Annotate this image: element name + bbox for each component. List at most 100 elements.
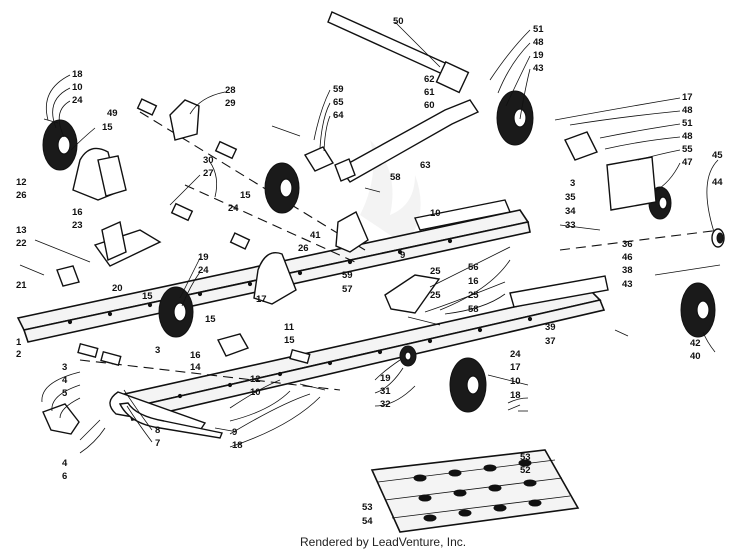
part-label: 16 (190, 350, 201, 361)
part-label: 7 (155, 438, 160, 449)
part-label: 33 (565, 220, 576, 231)
part-label: 18 (510, 390, 521, 401)
part-label: 23 (72, 220, 83, 231)
idler-wheel-lower-center (449, 357, 487, 413)
part-label: 4 (62, 458, 68, 469)
part-label: 9 (232, 427, 237, 438)
part-label: 42 (690, 338, 701, 349)
part-label: 56 (468, 262, 479, 273)
pivot-bracket (253, 252, 297, 305)
part-label: 3 (62, 362, 67, 373)
part-label: 30 (203, 155, 214, 166)
part-label: 59 (342, 270, 353, 281)
part-label: 20 (112, 283, 123, 294)
shock-link (384, 274, 441, 314)
idler-wheel-rear-lower (680, 282, 716, 338)
part-label: 6 (62, 471, 67, 482)
part-label: 15 (205, 314, 216, 325)
idler-wheel-rear-upper (496, 90, 534, 146)
idler-wheel-mid-upper (264, 162, 300, 214)
part-label: 29 (225, 98, 236, 109)
part-label: 15 (240, 190, 251, 201)
callout-leaders (41, 21, 719, 454)
part-label: 50 (393, 16, 404, 27)
part-label: 21 (16, 280, 27, 291)
bumper-block (56, 265, 80, 287)
part-label: 45 (712, 150, 723, 161)
part-label: 16 (468, 276, 479, 287)
part-label: 11 (284, 322, 295, 333)
part-label: 57 (342, 284, 353, 295)
part-label: 35 (565, 192, 576, 203)
part-label: 64 (333, 110, 344, 121)
part-label: 25 (430, 290, 441, 301)
upper-mount-bracket (169, 99, 200, 141)
part-label: 53 (520, 452, 531, 463)
spacer-block (564, 131, 598, 161)
part-label: 61 (424, 87, 435, 98)
part-label: 19 (380, 373, 391, 384)
part-label: 51 (533, 24, 544, 35)
shock-absorber (399, 345, 417, 367)
rear-torque-arm (338, 99, 480, 183)
part-label: 10 (430, 208, 441, 219)
part-label: 10 (72, 82, 83, 93)
part-label: 17 (256, 294, 267, 305)
fasteners (19, 118, 629, 432)
spring-block (303, 146, 335, 172)
part-label: 12 (250, 374, 261, 385)
part-label: 46 (622, 252, 633, 263)
rail-extension-lower (509, 275, 609, 308)
part-label: 48 (682, 105, 693, 116)
part-label: 4 (62, 375, 68, 386)
part-label: 24 (510, 349, 521, 360)
axis-line (559, 229, 721, 251)
axis-line (79, 359, 341, 391)
part-label: 51 (682, 118, 693, 129)
part-label: 16 (72, 207, 83, 218)
part-label: 58 (468, 304, 479, 315)
part-label: 24 (72, 95, 83, 106)
part-label: 55 (682, 144, 693, 155)
leader-line (654, 264, 721, 276)
part-label: 43 (533, 63, 544, 74)
part-label: 43 (622, 279, 633, 290)
part-label: 1 (16, 337, 22, 348)
part-label: 13 (16, 225, 27, 236)
part-label: 24 (228, 203, 239, 214)
part-label: 37 (545, 336, 556, 347)
part-label: 19 (198, 252, 209, 263)
axis-line (139, 111, 366, 251)
part-label: 22 (16, 238, 27, 249)
part-label: 2 (16, 349, 21, 360)
part-label: 25 (430, 266, 441, 277)
part-label: 65 (333, 97, 344, 108)
idler-wheel-front-upper (42, 119, 78, 171)
part-label: 19 (533, 50, 544, 61)
part-label: 9 (400, 250, 405, 261)
part-label: 18 (72, 69, 83, 80)
part-label: 32 (380, 399, 391, 410)
idler-wheel-front-lower (158, 286, 194, 338)
rear-plate-bracket (606, 156, 657, 211)
part-label: 52 (520, 465, 531, 476)
part-label: 12 (16, 177, 27, 188)
spacer-tubes (77, 98, 311, 367)
rail-extension-upper (414, 199, 511, 231)
slide-block (216, 333, 250, 357)
part-label: 48 (533, 37, 544, 48)
part-label: 39 (545, 322, 556, 333)
part-label: 53 (362, 502, 373, 513)
front-arm-bracket-face (97, 155, 127, 197)
part-label: 59 (333, 84, 344, 95)
part-label: 15 (284, 335, 295, 346)
part-label: 44 (712, 177, 723, 188)
part-label: 34 (565, 206, 576, 217)
part-label: 63 (420, 160, 431, 171)
part-label: 10 (250, 387, 261, 398)
part-label: 47 (682, 157, 693, 168)
part-label: 3 (570, 178, 575, 189)
part-label: 49 (107, 108, 118, 119)
part-label: 18 (232, 440, 243, 451)
